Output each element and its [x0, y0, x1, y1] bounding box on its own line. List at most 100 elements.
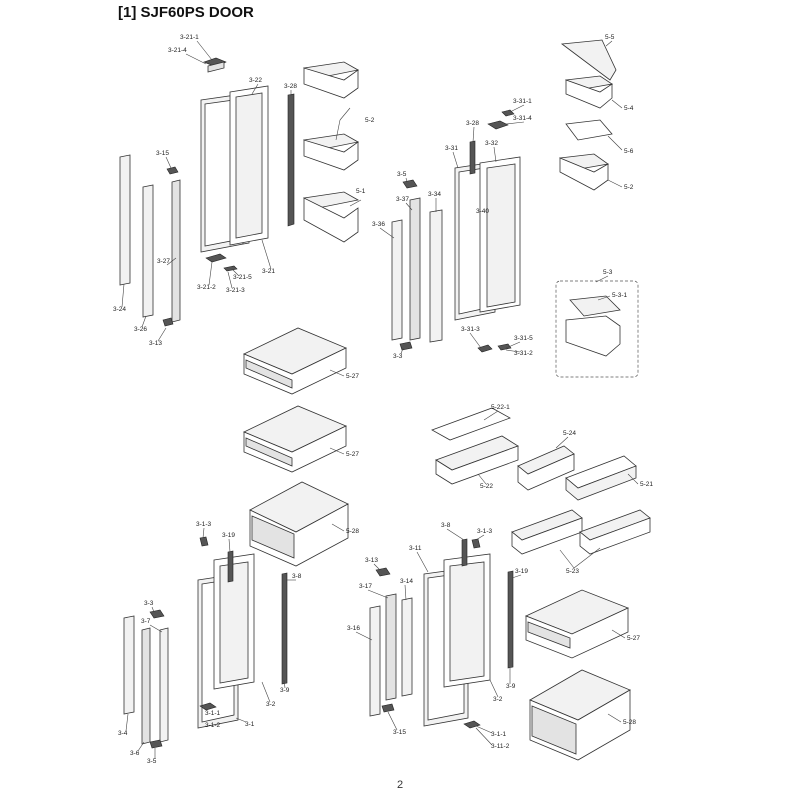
drawer-5-28-front [251, 515, 295, 559]
drawer-5-27-lower-front [245, 437, 293, 467]
callout-3-5: 3-5 [397, 171, 407, 178]
callout-3-1-2: 3-1-2 [205, 722, 221, 729]
hinge-3-31-5 [497, 343, 512, 351]
trim-3-7 [159, 627, 169, 743]
callout-5-24: 5-24 [563, 430, 576, 437]
callout-3-28-right: 3-28 [466, 120, 479, 127]
trim-3-16 [369, 605, 381, 717]
drawer-5-27-right-front [527, 621, 571, 649]
gasket-inner-r [486, 163, 516, 308]
callout-3-13-bottom: 3-13 [365, 557, 378, 564]
tray-5-24-body [517, 453, 575, 491]
callout-3-6: 3-6 [130, 750, 140, 757]
callout-5-21: 5-21 [640, 481, 653, 488]
callout-3-4: 3-4 [118, 730, 128, 737]
cap-3-15 [166, 166, 179, 175]
trim-3-26 [142, 184, 154, 318]
ice-bin-5-22-body [435, 445, 519, 485]
cap-3-5 [402, 179, 418, 189]
strip-3-19-r [507, 570, 514, 669]
gasket-inner-bl [219, 561, 249, 684]
right-accessories [555, 39, 639, 378]
callout-5-5: 5-5 [605, 34, 615, 41]
callout-3-9-right: 3-9 [506, 683, 516, 690]
callout-5-6: 5-6 [624, 148, 634, 155]
callout-3-21-5: 3-21-5 [233, 274, 252, 281]
lower-left-door-assembly [123, 536, 288, 749]
callout-5-2-left: 5-2 [365, 117, 375, 124]
bin-5-2-mid-body [303, 139, 359, 171]
callout-3-19-left: 3-19 [222, 532, 235, 539]
callout-5-2-right: 5-2 [624, 184, 634, 191]
gasket-inner [235, 92, 263, 239]
callout-3-21-2: 3-21-2 [197, 284, 216, 291]
trim-3-37 [409, 197, 421, 341]
bin-5-4-body [565, 79, 613, 109]
callout-3-31-4: 3-31-4 [513, 115, 532, 122]
upper-hinge-bracket [207, 61, 225, 73]
bin-5-1-body [303, 197, 359, 243]
strip-3-8-r [461, 538, 468, 567]
callout-3-21: 3-21 [262, 268, 275, 275]
callout-3-11: 3-11 [409, 545, 422, 552]
upper-right-hinge [487, 120, 509, 130]
callout-3-17: 3-17 [359, 583, 372, 590]
callout-3-8-left: 3-8 [292, 573, 302, 580]
callout-3-37: 3-37 [396, 196, 409, 203]
callout-3-31-3: 3-31-3 [461, 326, 480, 333]
drawer-5-28-right-front [531, 705, 577, 755]
callout-3-13: 3-13 [149, 340, 162, 347]
egg-tray-5-21-body [565, 465, 637, 501]
upper-left-door-assembly [119, 57, 295, 327]
ice-accessories [431, 407, 651, 555]
callout-3-15-bottom: 3-15 [393, 729, 406, 736]
callout-5-3-1: 5-3-1 [612, 292, 628, 299]
callout-3-22: 3-22 [249, 77, 262, 84]
callout-3-40: 3-40 [476, 208, 489, 215]
callout-5-23: 5-23 [566, 568, 579, 575]
callout-5-27-lower: 5-27 [346, 451, 359, 458]
callout-3-1-1-right: 3-1-1 [491, 731, 507, 738]
cap-3-3 [149, 609, 165, 619]
callout-3-31-2: 3-31-2 [514, 350, 533, 357]
clip-3-15 [381, 703, 395, 713]
callout-3-2-right: 3-2 [493, 696, 503, 703]
callout-3-11-2: 3-11-2 [491, 743, 510, 750]
trim-3-4 [123, 615, 135, 715]
trim-3-34 [429, 209, 443, 343]
callout-3-8-right: 3-8 [441, 522, 451, 529]
callout-5-27-upper: 5-27 [346, 373, 359, 380]
callout-3-1: 3-1 [245, 721, 255, 728]
trim-3-17 [385, 593, 397, 701]
callout-3-26: 3-26 [134, 326, 147, 333]
callout-3-21-4: 3-21-4 [168, 47, 187, 54]
callout-3-31-5: 3-31-5 [514, 335, 533, 342]
callout-3-32: 3-32 [485, 140, 498, 147]
callout-5-3: 5-3 [603, 269, 613, 276]
callout-3-9-left: 3-9 [280, 687, 290, 694]
strip-3-19 [227, 550, 234, 583]
lower-hinge-3-31-3 [477, 344, 493, 353]
gasket-inner-br [449, 561, 485, 682]
hinge-3-1-1 [199, 702, 217, 711]
ice-tray-5-22-1 [431, 407, 511, 441]
pin-3-1-3 [199, 536, 209, 547]
diagram-title: [1] SJF60PS DOOR [118, 4, 254, 21]
clip-3-13 [162, 317, 174, 327]
trim-3-14 [401, 597, 413, 697]
trim-3-27 [171, 179, 181, 323]
callout-3-27: 3-27 [157, 258, 170, 265]
clip-3-5 [149, 739, 163, 749]
trim-3-36 [391, 219, 403, 341]
bin-5-23-right-body [579, 517, 651, 555]
clip-3-3 [399, 341, 413, 351]
lower-right-drawers [524, 589, 631, 761]
callout-5-28-right: 5-28 [623, 719, 636, 726]
upper-right-door-assembly [391, 109, 521, 353]
callout-3-16: 3-16 [347, 625, 360, 632]
callout-5-4: 5-4 [624, 105, 634, 112]
callout-3-28: 3-28 [284, 83, 297, 90]
callout-3-15: 3-15 [156, 150, 169, 157]
door-bins-left [302, 61, 360, 243]
